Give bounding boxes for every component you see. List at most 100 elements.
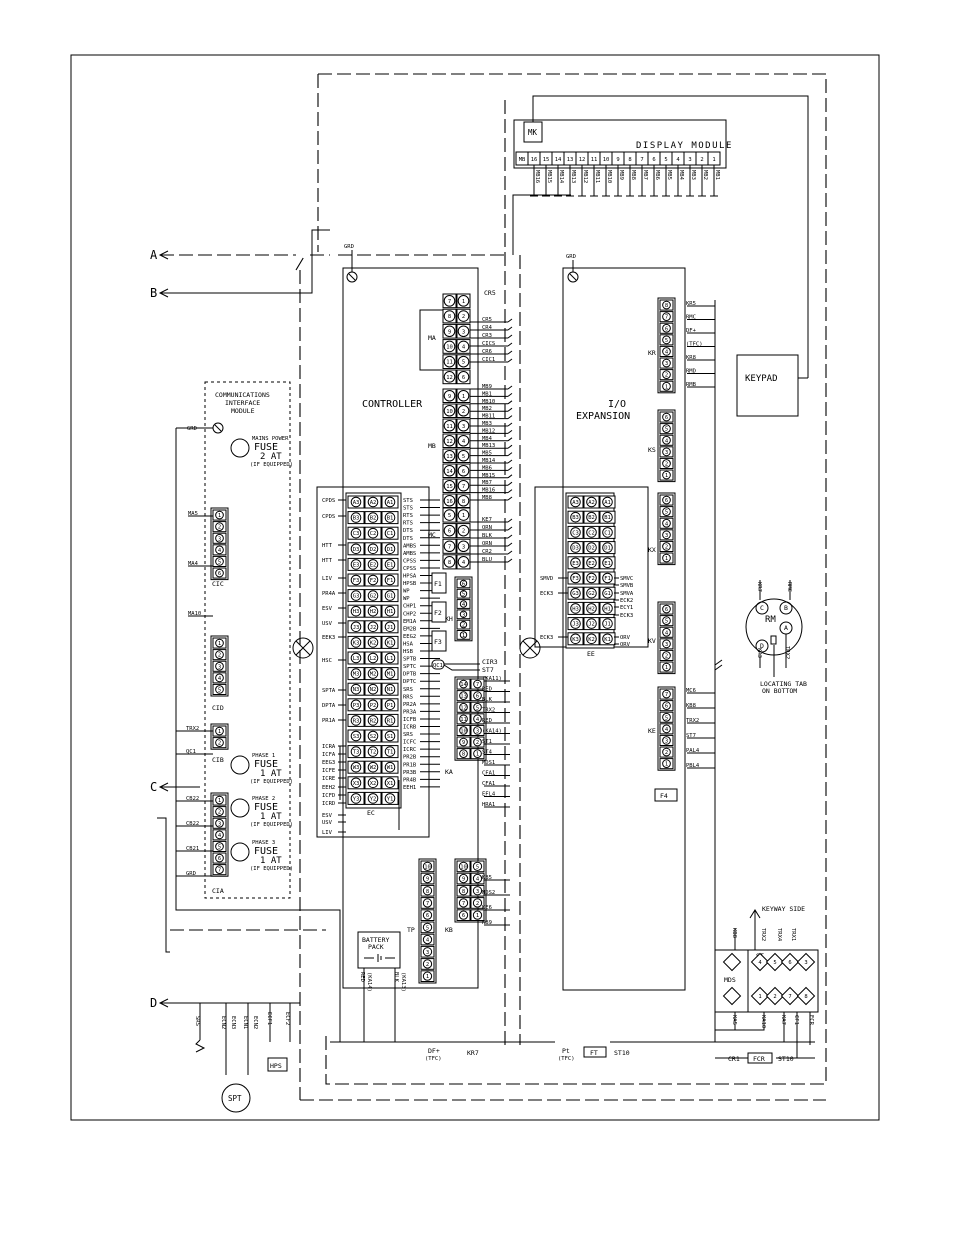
display-wire-15: MB1 (714, 170, 720, 180)
ks-pin-5-box (659, 423, 674, 435)
ka-frame (454, 676, 487, 761)
ec-pin-M1: M1 (387, 672, 394, 678)
ec-left-wire-19: ICFD (322, 793, 335, 799)
kv-pin-5: 5 (665, 619, 668, 625)
mc-pin-6-box (442, 523, 457, 539)
ma-pin-6-ring (457, 371, 470, 383)
ec-pin-E2-ring (367, 559, 379, 570)
kb-pin-4-ring (472, 873, 483, 884)
kx-pin-6: 6 (665, 498, 668, 504)
kh-pin-1-box (456, 630, 471, 640)
ec-pin-B1: B1 (387, 516, 394, 522)
kr-pin-8: 8 (665, 303, 668, 309)
keyway-label: KEYWAY SIDE (762, 905, 805, 913)
ec-pin-T2: T2 (370, 750, 377, 756)
ec-right-wire-18: EEG2 (403, 634, 416, 640)
ec-left-wire-22: USV (322, 820, 333, 826)
kh-pin-4-ring (459, 600, 468, 608)
ka-pin-14-box (456, 678, 471, 690)
ka-pin-1-ring (473, 749, 482, 759)
mc-pin-8-box (442, 554, 457, 570)
display-wire-line (686, 165, 694, 197)
ee-pin-G1-ring (602, 587, 613, 599)
ke-wire-3: ST7 (686, 733, 696, 739)
ec-pin-B3-ring (350, 512, 362, 523)
ee-pin-D3-ring (570, 542, 581, 553)
ec-pin-L1-ring (384, 652, 396, 664)
dashed-enclosure-inner (170, 100, 521, 1045)
kx-pin-1: 1 (665, 556, 668, 562)
tp-pin-7-ring (422, 898, 433, 908)
ke-pin-4-ring (662, 724, 671, 734)
ke-pin-2-ring (662, 747, 671, 757)
ka-pin-8: 8 (462, 752, 465, 758)
rm-pin-B: B (784, 604, 788, 612)
mds-wire-1: KA5 (731, 1015, 737, 1025)
ec-pin-S2: S2 (370, 734, 377, 740)
ec-right-wire-27: PR2A (403, 702, 417, 708)
mb-wire-4: MB11 (482, 414, 495, 420)
kx-pin-4-box (659, 517, 674, 529)
kb-pin-2-ring (472, 898, 483, 908)
terminal-B: B (150, 286, 157, 300)
kb-pin-5-box (470, 860, 485, 873)
battery-wire-3: (KA13) (400, 972, 406, 992)
terminal-line-A (160, 254, 505, 271)
kh-pin-5-box (456, 588, 471, 599)
tp-pin-6-ring (422, 910, 433, 920)
ec-left-wire-2: HTT (322, 543, 333, 549)
kh-pin-3: 3 (462, 612, 465, 618)
ec-right-wire-22: SPTC (403, 664, 416, 670)
mb-pin-15-ring (443, 479, 456, 492)
cic-label: CIC (212, 580, 224, 588)
cia-pin-3-box (212, 817, 227, 829)
kb-pin-1-box (470, 909, 485, 921)
mc-wire-1: ORN (482, 525, 492, 531)
fuse-label-F2: F2 (434, 609, 442, 617)
ma-pin-10: 10 (446, 344, 453, 350)
cic-pin-5-ring (215, 557, 224, 566)
mb-wire-8: MB13 (482, 443, 495, 449)
ec-pin-E2: E2 (370, 562, 377, 568)
ec-right-wire-32: ICFC (403, 740, 416, 746)
ee-pin-F3-ring (570, 572, 581, 584)
ke-pin-2: 2 (665, 750, 668, 756)
mc-pin-1-ring (457, 509, 470, 521)
tp-pin-9-box (420, 872, 435, 885)
pt-label: Pt (562, 1047, 570, 1055)
fuse-circle-3 (230, 842, 250, 862)
ee-pin-B1: B1 (604, 515, 611, 521)
kv-pin-1-box (659, 661, 674, 673)
ma-pin-11-ring (443, 355, 456, 368)
cia-pin-4-ring (215, 830, 224, 840)
cia-pin-2: 2 (218, 810, 221, 816)
ec-left-wire-15: EEG3 (322, 760, 335, 766)
mb-pin-13-ring (443, 449, 456, 462)
ec-right-wire-31: SRS (403, 732, 413, 738)
ec-pin-R2-ring (367, 715, 379, 726)
kb-pin-3-box (470, 884, 485, 897)
ee-pin-D3: D3 (572, 546, 579, 552)
mb-pin-14: 14 (446, 469, 453, 475)
ka-pin-1-box (470, 748, 485, 760)
ka-pin-4-box (470, 713, 485, 725)
ec-pin-C1: C1 (387, 531, 394, 537)
st-pin-box (796, 952, 816, 972)
kb-pin-9-box (456, 872, 471, 885)
cib-pin-1-ring (215, 726, 224, 736)
ma-wire-0: CR5 (482, 317, 492, 323)
mb-pin-11-box (442, 418, 457, 433)
ec-pin-X1: X1 (387, 781, 394, 787)
kx-pin-1-ring (662, 553, 671, 563)
kr-wire-3: (TFC) (686, 342, 703, 348)
ec-right-wire-19: HSA (403, 641, 414, 647)
ee-pin-H3: H3 (572, 606, 579, 612)
kv-label: KV (648, 637, 656, 645)
kr-frame (657, 297, 676, 394)
ec-pin-L3: L3 (353, 656, 360, 662)
mb-pin-6-ring (457, 464, 470, 477)
kb-pin-2-box (470, 897, 485, 909)
